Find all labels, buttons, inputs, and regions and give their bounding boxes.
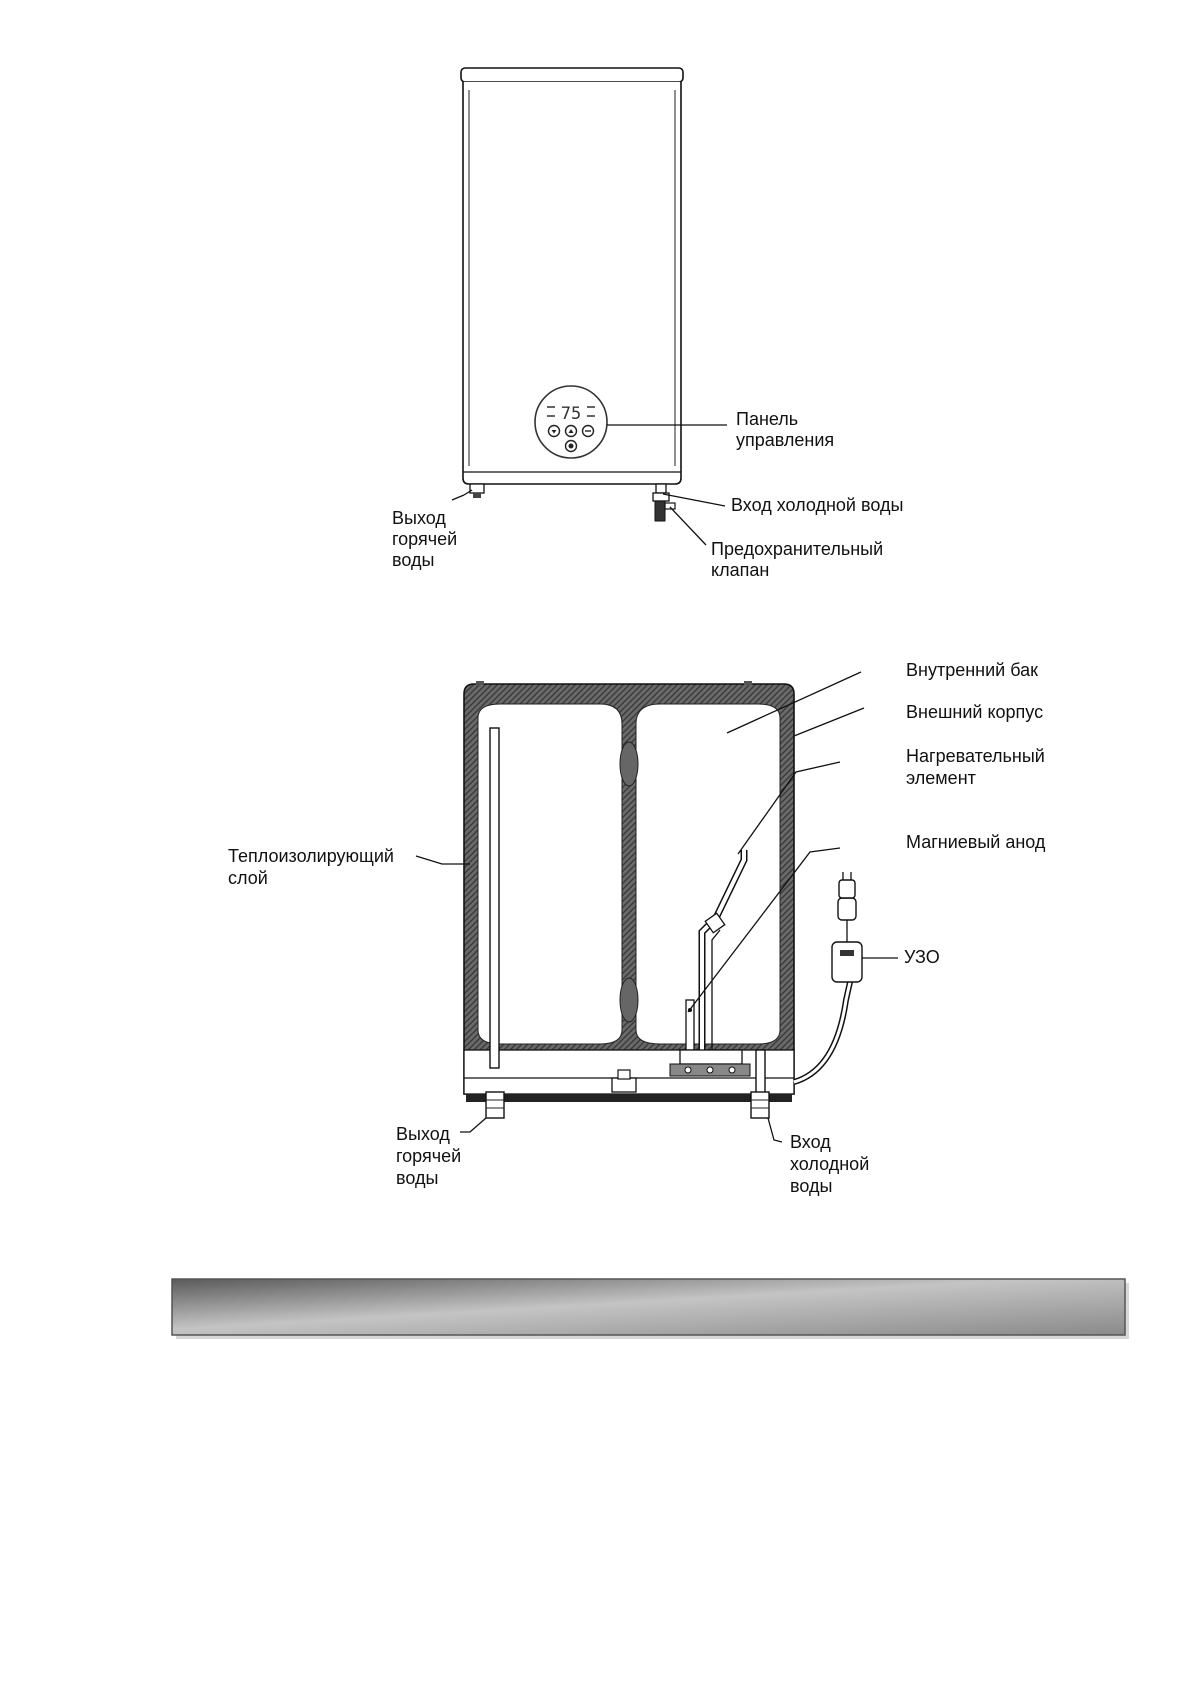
heating-element (698, 850, 748, 1050)
label-control-panel: Панель управления (736, 409, 834, 450)
label-outer-casing: Внешний корпус (906, 702, 1043, 722)
heater-cutaway-view: Внутренний бак Внешний корпус Нагревател… (228, 660, 1050, 1196)
label-magnesium-anode: Магниевый анод (906, 832, 1046, 852)
heater-body (462, 82, 682, 485)
label-hot-outlet-top: Выход горячей воды (392, 508, 462, 570)
inner-tank-right (635, 703, 781, 1045)
rcd-icon (831, 941, 863, 983)
label-inner-tank: Внутренний бак (906, 660, 1038, 680)
inner-tank-left (477, 703, 623, 1045)
element-flange (669, 1049, 751, 1077)
heater-top-cap (460, 67, 684, 83)
hot-outlet-fitting (469, 483, 485, 498)
label-cold-inlet-bottom: Вход холодной воды (790, 1132, 874, 1196)
section-heading-bar (171, 1278, 1129, 1339)
label-insulation-layer: Теплоизолирующий слой (228, 846, 399, 888)
label-safety-valve: Предохранительный клапан (711, 539, 888, 580)
magnesium-anode (685, 999, 695, 1051)
temperature-display: 75 (561, 404, 581, 424)
cold-water-pipe (750, 1049, 770, 1119)
label-heating-element: Нагревательный элемент (906, 746, 1050, 788)
label-hot-outlet-bottom: Выход горячей воды (396, 1124, 466, 1188)
hot-water-pipe (485, 727, 505, 1119)
safety-valve-fitting (652, 483, 676, 522)
heater-front-view: 75 (392, 67, 903, 580)
label-rcd: УЗО (904, 947, 940, 967)
plug-icon (838, 879, 856, 899)
label-cold-inlet: Вход холодной воды (731, 495, 903, 515)
rcd-power-cord (793, 872, 863, 1085)
thermostat-box (611, 1077, 637, 1093)
control-panel: 75 (534, 385, 608, 459)
